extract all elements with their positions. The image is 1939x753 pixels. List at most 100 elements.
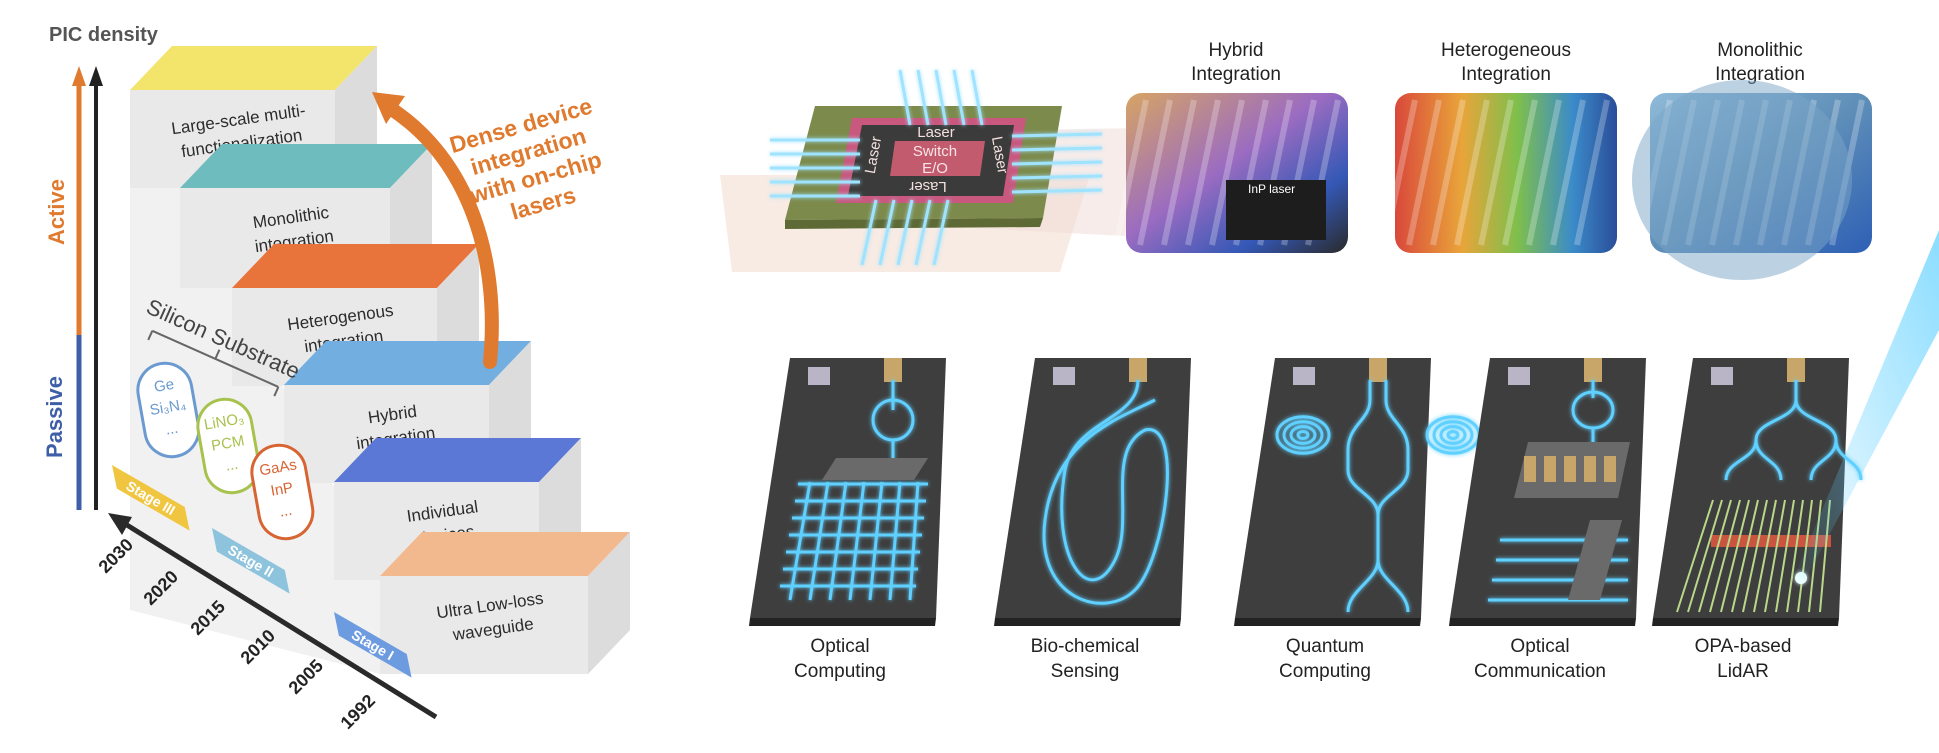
step-top <box>334 438 581 482</box>
app-board-edge <box>1449 618 1636 626</box>
contact <box>1787 358 1805 382</box>
waveguide-right <box>1011 160 1103 166</box>
image-texture <box>1406 99 1442 246</box>
waveguide-top <box>916 69 930 126</box>
material-label: GaAs <box>258 456 298 479</box>
antenna-line <box>1731 499 1759 613</box>
waveguide-right <box>1011 188 1103 194</box>
antenna-line <box>1764 499 1786 613</box>
application-title: OPA-based <box>1695 636 1792 657</box>
phase-active: Active <box>44 179 69 245</box>
active-arrow-head <box>72 66 86 86</box>
step-side <box>588 532 630 674</box>
waveguide <box>1275 380 1481 613</box>
image-texture <box>1550 99 1586 246</box>
step-top <box>380 532 630 576</box>
chip-laser-label: Laser <box>909 178 947 195</box>
axis-label: PIC density <box>49 24 159 46</box>
antenna-line <box>1742 499 1768 613</box>
lidar-beam <box>1795 230 1939 580</box>
timeline-axis <box>120 519 438 720</box>
stage-tag-band <box>212 528 290 594</box>
app-board-edge <box>1234 618 1421 626</box>
antenna-line <box>1775 499 1795 613</box>
material-label: ... <box>224 456 239 475</box>
app-board-edge <box>994 618 1181 626</box>
material-outline <box>250 443 315 541</box>
integration-title: Integration <box>1191 64 1281 85</box>
image-texture <box>1478 99 1514 246</box>
step-top <box>284 341 531 385</box>
app-board-edge <box>749 618 936 626</box>
chip-laser-label: Laser <box>862 135 885 175</box>
waveguide-bottom <box>914 199 932 266</box>
density-arrows <box>72 66 103 510</box>
waveguide <box>1042 379 1169 605</box>
substrate-bracket <box>147 329 280 397</box>
pad <box>808 367 830 385</box>
image-texture <box>1185 99 1221 246</box>
material-outline <box>196 397 261 495</box>
material-pill: GaAsInP... <box>250 443 315 541</box>
image-texture <box>1454 99 1490 246</box>
application-chips: OpticalComputingBio-chemicalSensingQuant… <box>749 358 1863 682</box>
chip-substrate-edge <box>785 218 1043 229</box>
waveguide <box>780 380 928 601</box>
image-texture <box>1137 99 1173 246</box>
waveguide-top <box>970 69 984 126</box>
application-title: Optical <box>1510 636 1569 657</box>
application-title: Computing <box>1279 661 1371 682</box>
material-label: PCM <box>210 432 246 455</box>
stage-tag-band <box>334 612 412 678</box>
app-board-edge <box>1652 618 1839 626</box>
material-pill: LiNO₃PCM... <box>196 397 261 495</box>
antenna-line <box>1753 499 1777 613</box>
image-texture <box>1209 99 1245 246</box>
image-texture <box>1526 99 1562 246</box>
integration-image <box>1395 93 1617 253</box>
antenna-line <box>1687 499 1723 613</box>
integration-roadmap: PIC density Active Passive Large-scale m… <box>42 24 630 733</box>
app-board <box>995 358 1191 618</box>
waveguide-right <box>1011 146 1103 152</box>
year-label: 1992 <box>337 691 379 733</box>
antenna-line <box>1786 499 1804 613</box>
modulator <box>1604 456 1616 482</box>
year-label: 2005 <box>285 656 327 698</box>
phase-shifter-band <box>1711 535 1831 547</box>
chip-core <box>890 141 985 176</box>
waveguide <box>1724 380 1863 481</box>
staircase: Large-scale multi-functionalizationMonol… <box>130 46 630 674</box>
contact <box>1129 358 1147 382</box>
pad <box>1508 367 1530 385</box>
waveguide-bottom <box>932 199 950 266</box>
material-label: InP <box>269 479 294 500</box>
modulator <box>1524 456 1536 482</box>
antenna-line <box>1709 499 1741 613</box>
antenna-line <box>1698 499 1732 613</box>
image-texture <box>1382 99 1418 246</box>
contact <box>1369 358 1387 382</box>
dense-integration-arrow-head <box>372 92 405 124</box>
waveguide-top <box>898 69 912 126</box>
material-label: Si₃N₄ <box>149 396 188 419</box>
density-axis-head <box>89 66 103 86</box>
phase-passive: Passive <box>42 376 67 458</box>
waveguide-right <box>1011 132 1103 138</box>
image-texture <box>1574 99 1610 246</box>
material-group: GeSi₃N₄...LiNO₃PCM...GaAsInP... <box>136 361 315 541</box>
inset-label: InP laser <box>1248 182 1295 196</box>
pad <box>1293 367 1315 385</box>
waveguide-bottom <box>896 199 914 266</box>
application-title: LidAR <box>1717 661 1769 682</box>
app-board <box>1235 358 1431 618</box>
